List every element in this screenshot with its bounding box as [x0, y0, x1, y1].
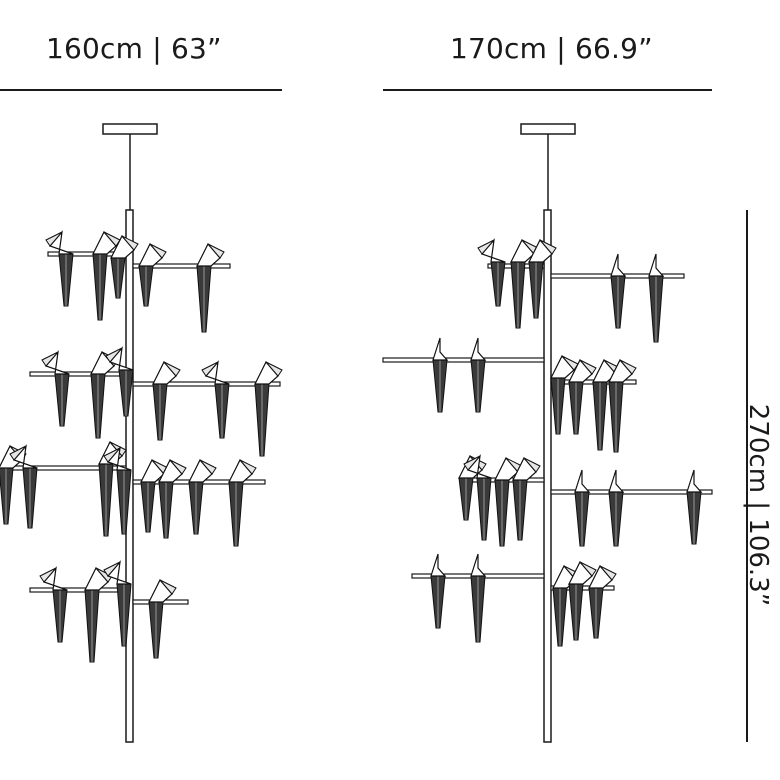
left-bird-9: [152, 360, 181, 441]
right-bird-14: [494, 456, 523, 547]
right-bird-8: [550, 354, 579, 435]
left-bird-22: [103, 560, 132, 647]
left-bird-13: [9, 444, 38, 529]
right-bird-20: [470, 553, 487, 643]
right-bird-23: [588, 564, 617, 639]
left-branch-7: [29, 587, 127, 593]
right-bird-1: [477, 238, 506, 307]
left-bird-19: [228, 458, 257, 547]
left-birds: [0, 230, 283, 663]
right-bird-9: [568, 358, 597, 435]
left-bird-17: [158, 458, 187, 539]
right-bird-4: [610, 253, 627, 329]
left-branches: [0, 251, 281, 605]
left-branch-3: [29, 371, 127, 377]
right-bird-16: [574, 469, 591, 547]
left-bird-16: [140, 458, 169, 533]
left-bird-5: [196, 242, 225, 333]
right-bird-2: [510, 238, 539, 329]
left-bird-21: [84, 566, 113, 663]
right-ceiling-canopy: [520, 123, 576, 135]
right-bird-7: [470, 337, 487, 413]
left-bird-1: [45, 230, 74, 307]
right-bird-15: [512, 456, 541, 541]
left-bird-8: [105, 346, 134, 417]
left-bird-6: [41, 350, 70, 427]
left-bird-4: [138, 242, 167, 307]
right-main-stem: [543, 209, 552, 743]
left-bird-18: [188, 458, 217, 535]
right-bird-19: [430, 553, 447, 629]
right-width-label: 170cm | 66.9”: [450, 32, 653, 65]
left-ceiling-canopy: [102, 123, 158, 135]
right-birds: [430, 238, 703, 647]
right-branch-6: [550, 489, 713, 495]
right-branch-3: [382, 357, 545, 363]
left-branch-2: [132, 263, 231, 269]
right-bird-3: [528, 238, 557, 319]
left-bird-23: [148, 578, 177, 659]
right-bird-11: [608, 358, 637, 453]
right-chandelier: [382, 123, 713, 743]
right-bird-5: [648, 253, 665, 343]
left-branch-4: [132, 381, 281, 387]
right-bird-18: [686, 469, 703, 545]
left-bird-10: [201, 360, 230, 439]
left-bird-20: [39, 566, 68, 643]
right-bird-13: [463, 454, 492, 541]
left-width-label: 160cm | 63”: [46, 32, 222, 65]
right-bird-6: [432, 337, 449, 413]
right-bird-17: [608, 469, 625, 547]
left-bird-7: [90, 350, 119, 439]
right-bird-22: [568, 560, 597, 641]
left-bird-3: [110, 234, 139, 299]
left-chandelier: [0, 123, 283, 743]
left-bird-11: [254, 360, 283, 457]
left-bird-15: [103, 446, 132, 535]
